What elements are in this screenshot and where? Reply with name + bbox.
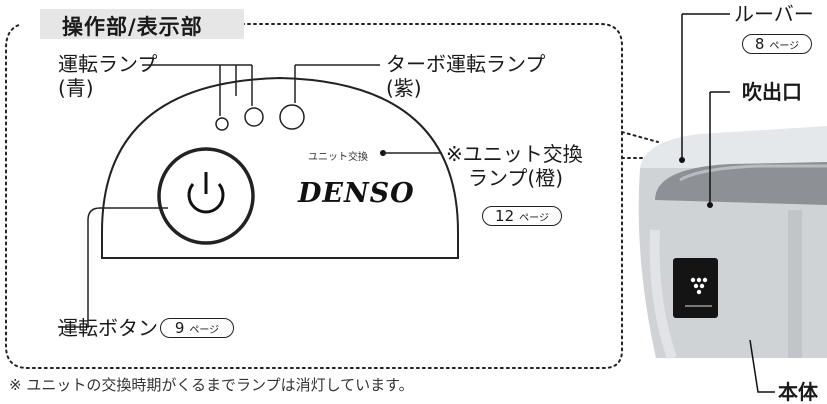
run-lamp-label: 運転ランプ (58, 52, 158, 76)
run-button-page-ref: 9 ページ (160, 318, 234, 338)
louver-label: ルーバー (734, 2, 814, 26)
run-lamp (244, 107, 264, 127)
unit-lamp-color: ランプ(橙) (468, 166, 564, 190)
panel-print-unit-exchange: ユニット交換 (308, 152, 368, 163)
turbo-lamp-color: (紫) (386, 76, 422, 100)
louver-page-ref: 8 ページ (742, 34, 812, 54)
power-icon (187, 172, 225, 214)
footnote: ※ ユニットの交換時期がくるまでランプは消灯しています。 (9, 376, 414, 394)
body-label: 本体 (778, 380, 818, 404)
brand-logo: DENSO (298, 178, 415, 209)
device-illustration (638, 13, 827, 393)
unit-lamp-page-num: 12 (495, 207, 515, 225)
run-button-page-num: 9 (174, 319, 185, 337)
callout-connector (621, 131, 663, 159)
louver-page-suffix: ページ (769, 40, 800, 52)
run-button-page-suffix: ページ (189, 324, 220, 336)
unit-lamp-page-ref: 12 ページ (482, 206, 562, 226)
control-panel-dome (101, 76, 459, 259)
louver-page-num: 8 (754, 35, 765, 53)
run-lamp-small (215, 117, 229, 131)
panel-title-tab: 操作部/表示部 (40, 9, 244, 39)
panel-title: 操作部/表示部 (62, 15, 203, 39)
panel-callout-border (5, 23, 623, 369)
run-lamp-color: (青) (58, 76, 94, 100)
unit-lamp-page-suffix: ページ (519, 212, 549, 224)
power-button-ring (157, 147, 255, 245)
outlet-label: 吹出口 (742, 80, 802, 104)
turbo-lamp-label: ターボ運転ランプ (386, 52, 546, 76)
run-button-label: 運転ボタン (58, 316, 158, 340)
unit-lamp-label: ※ユニット交換 (446, 142, 583, 166)
turbo-lamp (279, 104, 305, 130)
